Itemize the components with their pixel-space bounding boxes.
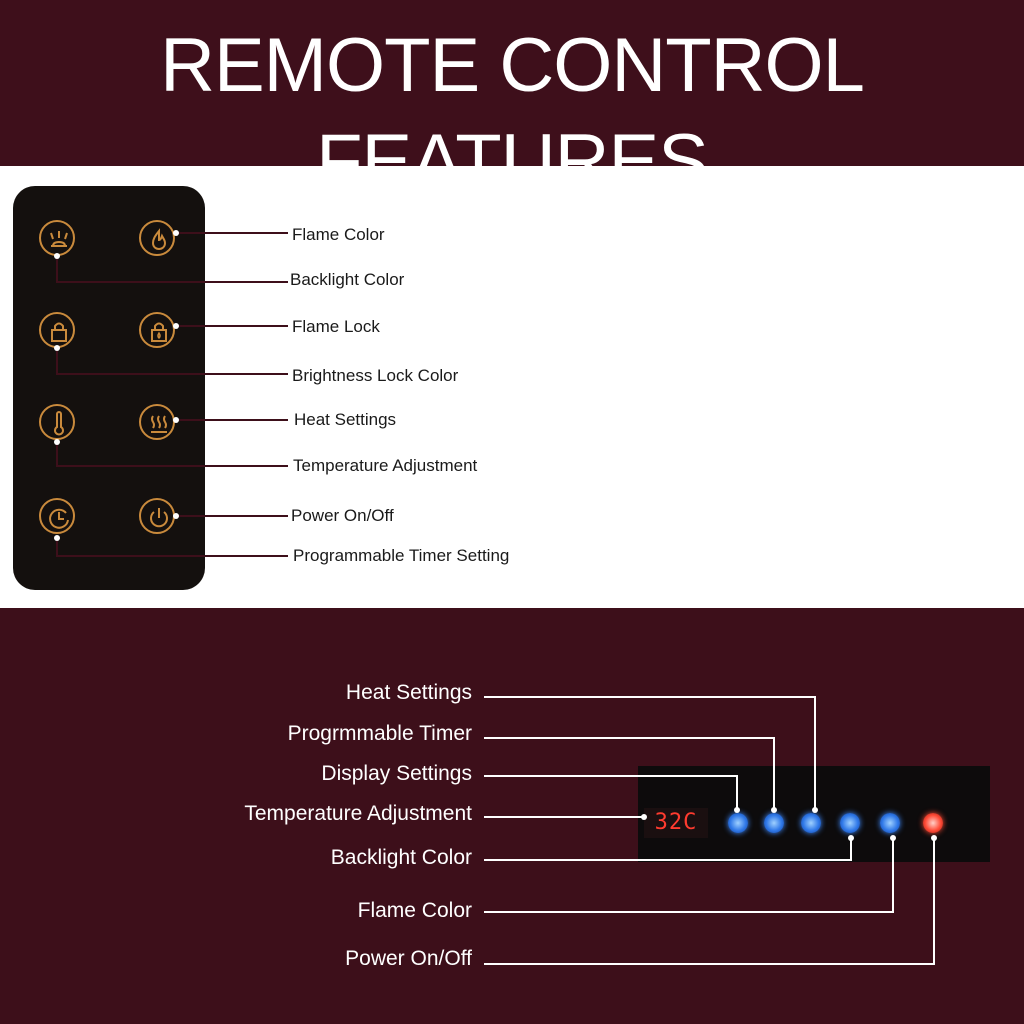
- panel-label-temperature-adjustment: Temperature Adjustment: [244, 802, 472, 825]
- panel-label-heat-settings: Heat Settings: [345, 681, 472, 704]
- label-brightness-lock-color: Brightness Lock Color: [292, 366, 459, 385]
- panel-timer-button[interactable]: [801, 813, 821, 833]
- flame-lock-button[interactable]: [139, 312, 175, 348]
- flame-lock-icon: [151, 322, 167, 342]
- power-icon: [150, 508, 168, 528]
- backlight-icon: [50, 231, 68, 247]
- timer-icon: [49, 508, 69, 529]
- panel-display-button[interactable]: [764, 813, 784, 833]
- panel-heat-button[interactable]: [840, 813, 860, 833]
- flame-icon: [151, 228, 167, 251]
- temperature-readout: 32C: [644, 808, 708, 838]
- panel-label-display-settings: Display Settings: [321, 762, 472, 785]
- panel-label-power: Power On/Off: [345, 947, 472, 970]
- heat-icon: [151, 415, 167, 433]
- thermometer-icon: [54, 411, 64, 436]
- panel-label-flame-color: Flame Color: [357, 899, 472, 922]
- panel-label-backlight-color: Backlight Color: [330, 846, 472, 869]
- label-power: Power On/Off: [291, 506, 394, 525]
- panel-flame-button[interactable]: [880, 813, 900, 833]
- remote-control: [13, 186, 205, 590]
- header-band: [0, 0, 1024, 166]
- timer-button[interactable]: [39, 498, 75, 534]
- lock-icon: [51, 322, 67, 342]
- panel-temperature-button[interactable]: [728, 813, 748, 833]
- label-timer: Programmable Timer Setting: [293, 546, 510, 565]
- panel-label-timer: Progrmmable Timer: [287, 722, 472, 745]
- label-flame-color: Flame Color: [292, 225, 385, 244]
- label-backlight-color: Backlight Color: [290, 270, 405, 289]
- panel-power-button[interactable]: [923, 813, 943, 833]
- flame-color-button[interactable]: [139, 220, 175, 256]
- label-temperature-adjustment: Temperature Adjustment: [293, 456, 478, 475]
- label-heat-settings: Heat Settings: [294, 410, 397, 429]
- label-flame-lock: Flame Lock: [292, 317, 380, 336]
